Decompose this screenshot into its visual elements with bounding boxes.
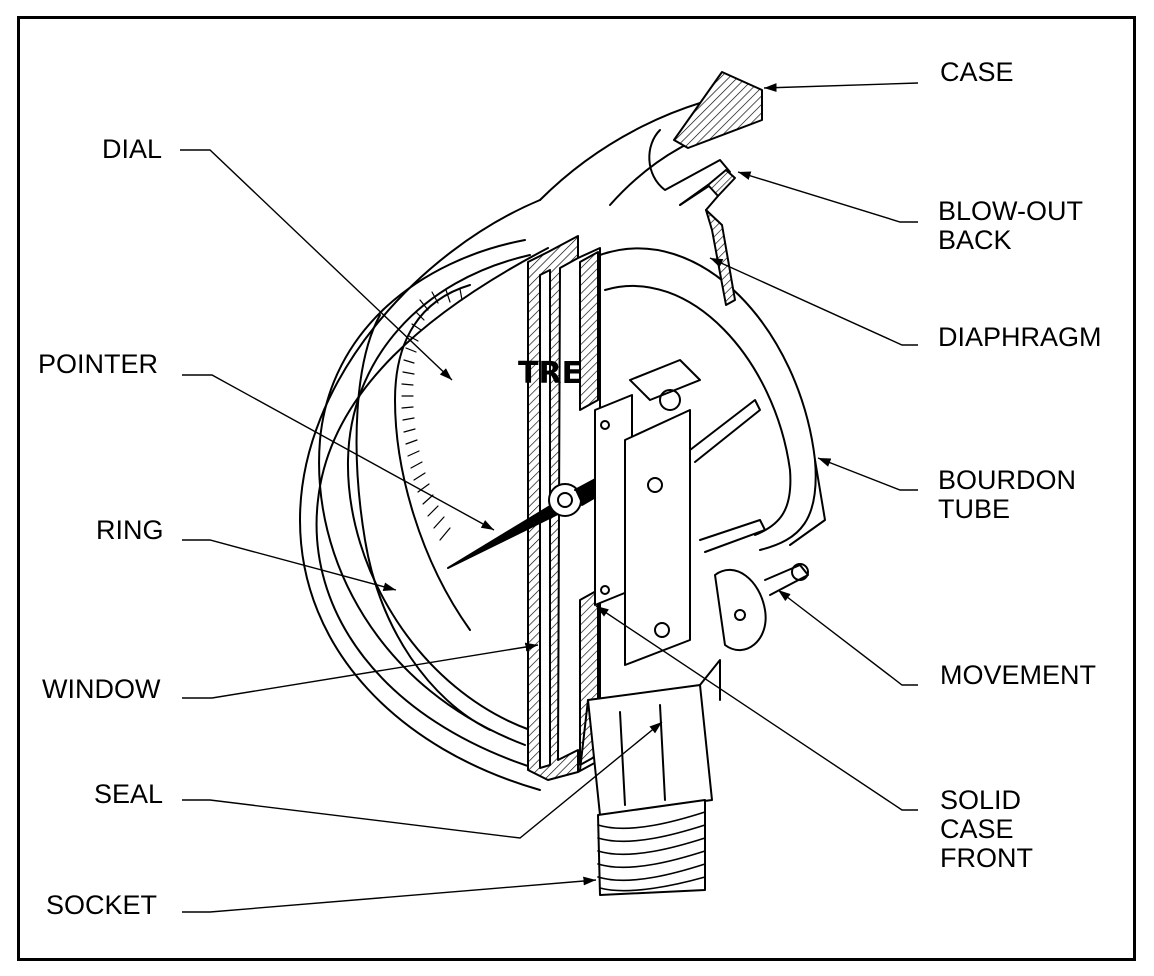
diagram-frame	[17, 16, 1136, 961]
leader-blow-out-back	[737, 171, 918, 223]
socket-hex	[587, 684, 713, 816]
label-pointer: POINTER	[38, 349, 159, 379]
case-shell-outer	[299, 199, 541, 791]
label-solid-case-front: SOLID CASE FRONT	[940, 785, 1033, 873]
dial-ticks	[401, 288, 463, 541]
leader-seal	[182, 721, 663, 839]
label-dial: DIAL	[102, 134, 163, 164]
movement-plate-2	[624, 409, 691, 666]
front-plate-rear-hatch	[579, 251, 599, 411]
label-ring: RING	[96, 515, 164, 545]
label-bourdon-tube: BOURDON TUBE	[938, 465, 1077, 524]
leader-solid-case-front	[595, 605, 918, 811]
label-socket: SOCKET	[46, 890, 158, 920]
case-section	[673, 71, 763, 149]
pointer-hub-inner	[557, 492, 573, 508]
bourdon-tube	[599, 247, 817, 551]
diaphragm	[705, 209, 736, 306]
label-movement: MOVEMENT	[940, 660, 1097, 690]
leader-diaphragm	[709, 257, 918, 346]
blow-out-back	[707, 169, 736, 197]
case-shoulder	[648, 129, 731, 206]
case-shell	[315, 247, 549, 771]
leader-dial	[180, 149, 453, 381]
leader-bourdon-tube	[817, 457, 918, 491]
movement-arm	[689, 399, 761, 463]
label-window: WINDOW	[42, 674, 161, 704]
label-blow-out-back: BLOW-OUT BACK	[938, 196, 1084, 255]
label-diaphragm: DIAPHRAGM	[938, 322, 1102, 352]
leader-pointer	[182, 374, 495, 531]
label-case: CASE	[940, 57, 1014, 87]
label-seal: SEAL	[94, 779, 164, 809]
leader-socket	[182, 876, 597, 913]
dial-window-curve	[355, 314, 491, 731]
ring-outer	[318, 239, 526, 746]
socket-thread-lines	[597, 811, 706, 892]
leader-case	[763, 82, 919, 92]
movement-link	[699, 519, 766, 553]
leader-ring	[182, 539, 397, 591]
bourdon-tube-inner	[604, 284, 792, 536]
dial-brand-text: TRE	[518, 356, 582, 391]
leader-movement	[777, 589, 918, 686]
leader-window	[182, 642, 539, 699]
